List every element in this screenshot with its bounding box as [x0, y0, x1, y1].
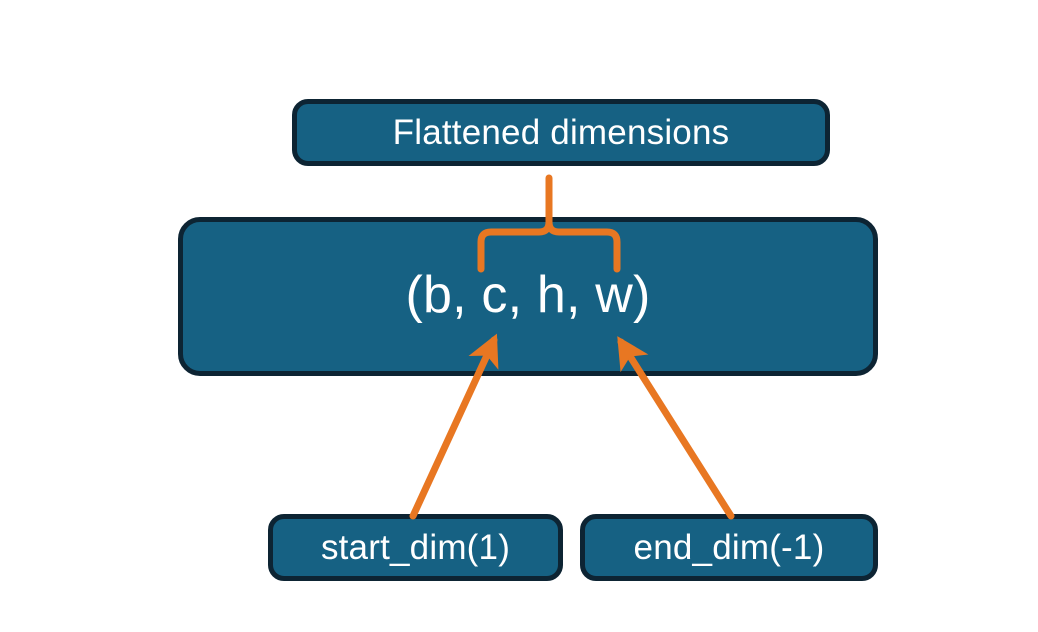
node-end-dim-label: end_dim(-1) [633, 528, 825, 567]
node-start-dim: start_dim(1) [268, 514, 563, 581]
node-flattened-dimensions-label: Flattened dimensions [392, 113, 730, 152]
node-start-dim-label: start_dim(1) [320, 528, 511, 567]
node-tensor-shape: (b, c, h, w) [178, 217, 878, 376]
node-end-dim: end_dim(-1) [580, 514, 878, 581]
node-tensor-shape-label: (b, c, h, w) [405, 265, 651, 324]
node-flattened-dimensions: Flattened dimensions [292, 99, 830, 166]
